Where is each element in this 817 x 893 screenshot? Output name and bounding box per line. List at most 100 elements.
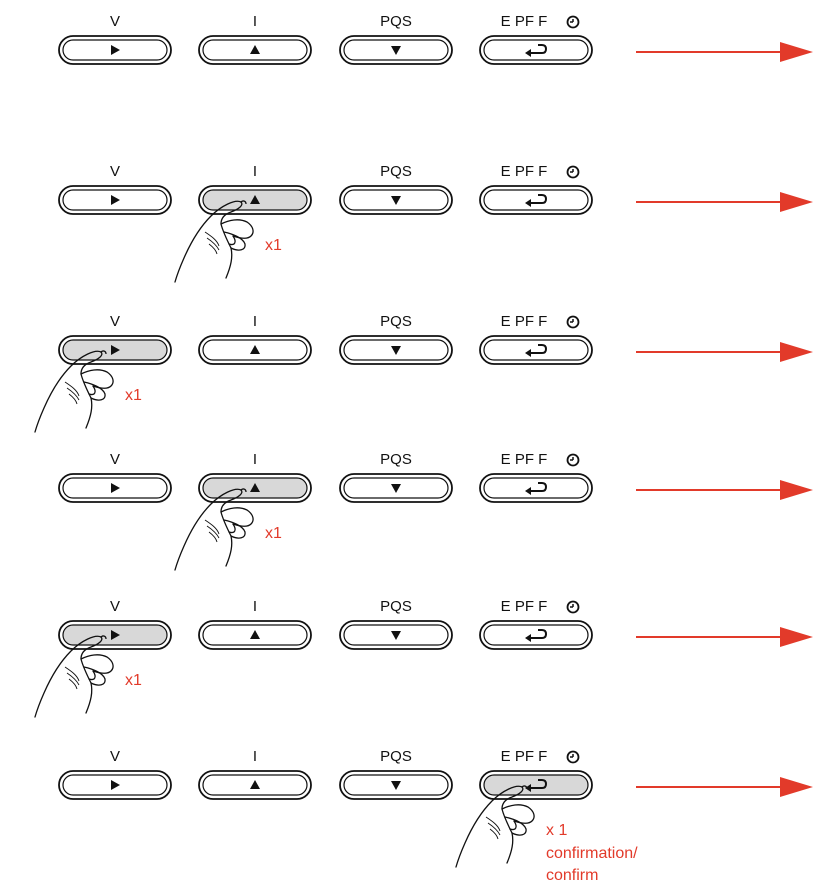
i-label: I <box>252 451 258 468</box>
v-label: V <box>109 313 120 330</box>
pqs-button[interactable] <box>339 620 453 650</box>
i-button[interactable] <box>198 770 312 800</box>
triangle-up-icon <box>250 45 260 54</box>
enter-return-icon <box>525 44 548 57</box>
enter-return-icon <box>525 344 548 357</box>
triangle-down-icon <box>391 196 401 205</box>
triangle-down-icon <box>391 781 401 790</box>
pointing-hand-icon <box>174 488 254 571</box>
epff-button[interactable] <box>479 185 593 215</box>
i-button[interactable] <box>198 335 312 365</box>
v-button[interactable] <box>58 473 172 503</box>
confirm-note-line2: confirm <box>546 867 599 884</box>
i-label: I <box>252 163 258 180</box>
epff-button[interactable] <box>479 335 593 365</box>
i-label: I <box>252 598 258 615</box>
triangle-up-icon <box>250 483 260 492</box>
epff-label: E PF F <box>500 313 548 330</box>
v-button[interactable] <box>58 335 172 365</box>
enter-return-icon <box>525 629 548 642</box>
red-arrow-icon <box>636 342 813 362</box>
pqs-button[interactable] <box>339 35 453 65</box>
press-count: x1 <box>265 525 282 542</box>
i-label: I <box>252 13 258 30</box>
pqs-button[interactable] <box>339 473 453 503</box>
epff-label: E PF F <box>500 598 548 615</box>
press-count: x1 <box>125 672 142 689</box>
enter-return-icon <box>525 482 548 495</box>
red-arrow-icon <box>636 480 813 500</box>
play-right-icon <box>111 780 120 790</box>
play-right-icon <box>111 483 120 493</box>
i-button[interactable] <box>198 185 312 215</box>
epff-label: E PF F <box>500 163 548 180</box>
triangle-up-icon <box>250 630 260 639</box>
press-count: x1 <box>125 387 142 404</box>
epff-label: E PF F <box>500 13 548 30</box>
clock-icon <box>566 453 580 467</box>
epff-button[interactable] <box>479 770 593 800</box>
triangle-down-icon <box>391 346 401 355</box>
epff-button[interactable] <box>479 620 593 650</box>
i-label: I <box>252 748 258 765</box>
red-arrow-icon <box>636 627 813 647</box>
i-button[interactable] <box>198 620 312 650</box>
step-row <box>58 15 813 65</box>
v-label: V <box>109 748 120 765</box>
triangle-up-icon <box>250 195 260 204</box>
press-count: x 1 <box>546 822 568 839</box>
play-right-icon <box>111 45 120 55</box>
enter-return-icon <box>525 779 548 792</box>
v-button[interactable] <box>58 620 172 650</box>
press-count: x1 <box>265 237 282 254</box>
red-arrow-icon <box>636 192 813 212</box>
confirm-note: confirmation/ confirm <box>546 843 638 887</box>
pointing-hand-icon <box>34 635 114 718</box>
v-button[interactable] <box>58 185 172 215</box>
pqs-label: PQS <box>380 313 412 330</box>
v-button[interactable] <box>58 35 172 65</box>
triangle-down-icon <box>391 46 401 55</box>
triangle-up-icon <box>250 345 260 354</box>
pqs-label: PQS <box>380 13 412 30</box>
red-arrow-icon <box>636 777 813 797</box>
pqs-label: PQS <box>380 163 412 180</box>
pointing-hand-icon <box>34 350 114 433</box>
clock-icon <box>566 15 580 29</box>
play-right-icon <box>111 195 120 205</box>
v-label: V <box>109 598 120 615</box>
v-label: V <box>109 163 120 180</box>
clock-icon <box>566 750 580 764</box>
clock-icon <box>566 600 580 614</box>
pqs-label: PQS <box>380 748 412 765</box>
step-row <box>58 165 813 283</box>
play-right-icon <box>111 630 120 640</box>
triangle-down-icon <box>391 631 401 640</box>
pqs-label: PQS <box>380 451 412 468</box>
clock-icon <box>566 315 580 329</box>
epff-button[interactable] <box>479 473 593 503</box>
epff-label: E PF F <box>500 451 548 468</box>
pqs-button[interactable] <box>339 335 453 365</box>
pqs-label: PQS <box>380 598 412 615</box>
pointing-hand-icon <box>174 200 254 283</box>
step-row <box>34 315 813 433</box>
red-arrow-icon <box>636 42 813 62</box>
pqs-button[interactable] <box>339 770 453 800</box>
epff-button[interactable] <box>479 35 593 65</box>
i-button[interactable] <box>198 473 312 503</box>
v-label: V <box>109 13 120 30</box>
step-row <box>58 453 813 571</box>
triangle-down-icon <box>391 484 401 493</box>
i-button[interactable] <box>198 35 312 65</box>
enter-return-icon <box>525 194 548 207</box>
i-label: I <box>252 313 258 330</box>
pqs-button[interactable] <box>339 185 453 215</box>
v-label: V <box>109 451 120 468</box>
clock-icon <box>566 165 580 179</box>
play-right-icon <box>111 345 120 355</box>
v-button[interactable] <box>58 770 172 800</box>
pointing-hand-icon <box>455 785 535 868</box>
confirm-note-line1: confirmation/ <box>546 845 638 862</box>
